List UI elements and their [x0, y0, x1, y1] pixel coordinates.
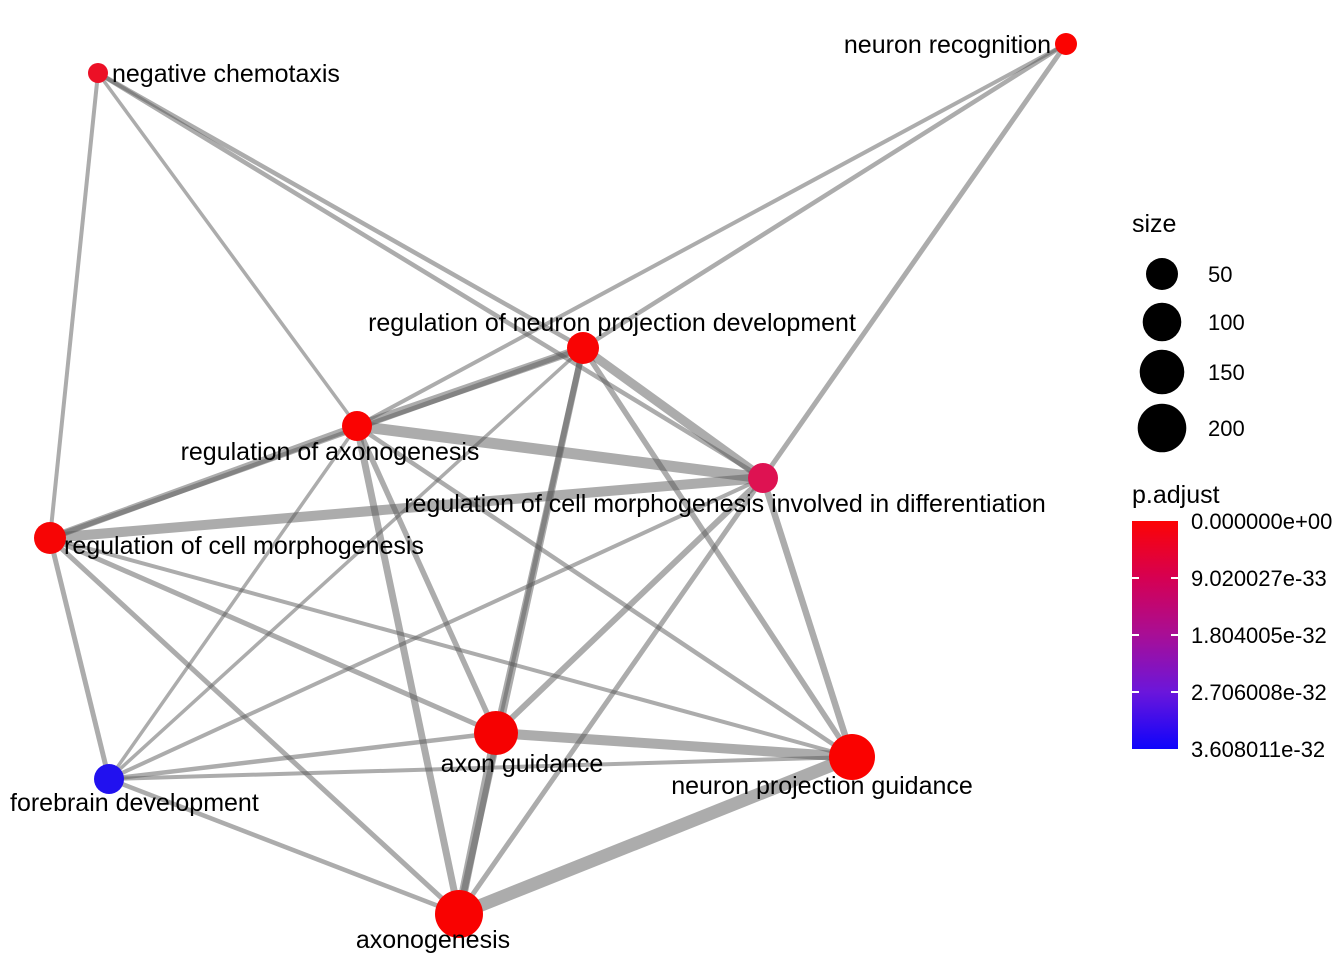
- size-legend-label-200: 200: [1208, 416, 1245, 441]
- graph-node-neuron_recognition: [1055, 33, 1077, 55]
- node-label-axonogenesis: axonogenesis: [356, 926, 510, 954]
- edge-neuron_recognition--reg_axonogenesis: [356, 42, 1067, 428]
- padjust-tick-label: 0.000000e+00: [1191, 509, 1332, 534]
- node-label-reg_neuron_projection_dev: regulation of neuron projection developm…: [368, 309, 856, 337]
- edge-forebrain_development--neuron_projection_guidance: [108, 755, 853, 781]
- edge-reg_cell_morphogenesis--neuron_projection_guidance: [49, 536, 853, 759]
- edge-reg_axonogenesis--forebrain_development: [107, 424, 359, 781]
- edge-reg_neuron_projection_dev--reg_cell_morph_diff: [580, 344, 766, 482]
- graph-node-axonogenesis: [435, 890, 483, 938]
- size-legend-circle-50: [1146, 258, 1178, 290]
- node-label-forebrain_development: forebrain development: [10, 789, 259, 817]
- edge-reg_cell_morphogenesis--axon_guidance: [48, 535, 498, 736]
- edge-forebrain_development--axonogenesis: [108, 776, 460, 917]
- edge-reg_axonogenesis--reg_cell_morph_diff: [356, 420, 764, 484]
- edge-negative_chemotaxis--reg_axonogenesis: [96, 71, 359, 428]
- size-legend-items: 50 100 150 200: [1137, 258, 1245, 453]
- graph-node-axon_guidance: [474, 711, 518, 755]
- node-label-neuron_projection_guidance: neuron projection guidance: [671, 772, 973, 800]
- size-legend-label-50: 50: [1208, 262, 1232, 287]
- padjust-tick-labels: 0.000000e+00 9.020027e-33 1.804005e-32 2.70…: [1132, 509, 1332, 762]
- graph-node-labels: negative chemotaxis neuron recognition reg…: [10, 31, 1051, 954]
- edge-neuron_projection_guidance--axonogenesis: [456, 750, 855, 921]
- edge-axon_guidance--axonogenesis: [454, 732, 501, 915]
- graph-node-negative_chemotaxis: [88, 63, 108, 83]
- edge-reg_cell_morphogenesis--forebrain_development: [47, 537, 112, 780]
- padjust-tick-label: 1.804005e-32: [1191, 623, 1327, 648]
- graph-nodes: [34, 33, 1077, 938]
- size-legend-label-150: 150: [1208, 360, 1245, 385]
- graph-node-reg_neuron_projection_dev: [567, 332, 599, 364]
- edge-negative_chemotaxis--reg_cell_morphogenesis: [48, 72, 100, 539]
- padjust-colorbar: [1132, 521, 1178, 749]
- edge-reg_cell_morph_diff--neuron_projection_guidance: [759, 477, 856, 758]
- edge-axon_guidance--neuron_projection_guidance: [495, 728, 853, 762]
- size-legend-circle-100: [1142, 302, 1182, 342]
- edge-reg_cell_morph_diff--axon_guidance: [493, 475, 766, 736]
- edge-reg_neuron_projection_dev--neuron_projection_guidance: [580, 346, 855, 759]
- padjust-tick-label: 3.608011e-32: [1191, 737, 1325, 762]
- graph-edges: [47, 42, 1069, 921]
- size-legend-label-100: 100: [1208, 310, 1245, 335]
- node-label-reg_cell_morph_diff: regulation of cell morphogenesis involve…: [404, 490, 1046, 518]
- edge-reg_neuron_projection_dev--forebrain_development: [107, 346, 585, 781]
- edge-neuron_recognition--reg_neuron_projection_dev: [581, 42, 1068, 350]
- edge-forebrain_development--axon_guidance: [108, 730, 497, 782]
- edge-negative_chemotaxis--reg_neuron_projection_dev: [96, 71, 585, 350]
- node-label-axon_guidance: axon guidance: [441, 750, 604, 778]
- graph-node-reg_axonogenesis: [342, 411, 372, 441]
- edge-reg_axonogenesis--axon_guidance: [354, 424, 499, 735]
- size-legend-title: size: [1132, 210, 1176, 238]
- graph-node-reg_cell_morph_diff: [748, 463, 778, 493]
- edge-reg_axonogenesis--reg_cell_morphogenesis: [48, 422, 359, 542]
- edge-neuron_recognition--reg_cell_morph_diff: [760, 42, 1069, 480]
- graph-node-forebrain_development: [94, 764, 124, 794]
- edge-reg_cell_morphogenesis--reg_cell_morph_diff: [49, 473, 764, 543]
- edge-negative_chemotaxis--reg_cell_morph_diff: [96, 71, 765, 480]
- padjust-tick-label: 9.020027e-33: [1191, 566, 1327, 591]
- size-legend-circle-150: [1139, 349, 1185, 395]
- node-label-neuron_recognition: neuron recognition: [844, 31, 1051, 59]
- graph-node-reg_cell_morphogenesis: [34, 522, 66, 554]
- padjust-tick-label: 2.706008e-32: [1191, 680, 1327, 705]
- graph-node-neuron_projection_guidance: [829, 734, 875, 780]
- node-label-reg_axonogenesis: regulation of axonogenesis: [181, 438, 480, 466]
- node-label-negative_chemotaxis: negative chemotaxis: [112, 60, 340, 88]
- edge-reg_cell_morphogenesis--axonogenesis: [48, 536, 461, 916]
- padjust-legend-title: p.adjust: [1132, 481, 1220, 509]
- edge-reg_cell_morph_diff--axonogenesis: [456, 476, 766, 916]
- node-label-reg_cell_morphogenesis: regulation of cell morphogenesis: [64, 532, 424, 560]
- size-legend: size 50 100 150 200: [1132, 210, 1245, 453]
- size-legend-circle-200: [1137, 403, 1187, 453]
- edge-reg_axonogenesis--neuron_projection_guidance: [355, 424, 854, 759]
- edge-reg_cell_morph_diff--forebrain_development: [108, 476, 764, 781]
- padjust-legend: p.adjust 0.000000e+00 9.020027e-33 1.80400…: [1132, 481, 1332, 762]
